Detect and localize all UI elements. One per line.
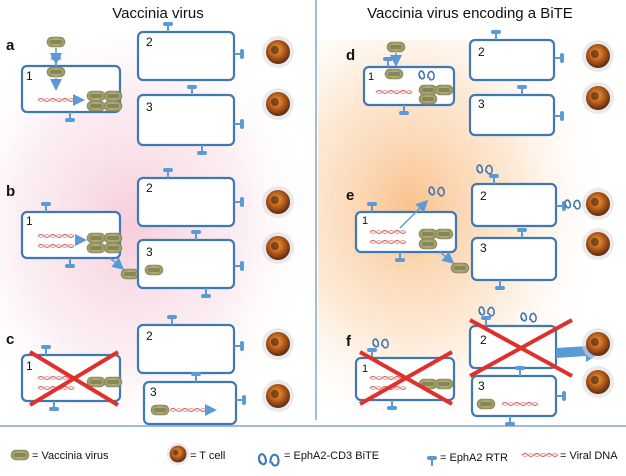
cell-c3	[142, 380, 238, 426]
legend-dna-label: = Viral DNA	[560, 450, 618, 462]
title-left: Vaccinia virus	[112, 5, 203, 22]
cell-number: 1	[26, 69, 33, 83]
cell-number: 3	[146, 245, 153, 259]
cell-number: 1	[26, 214, 33, 228]
cell-e3	[470, 236, 558, 282]
cell-number: 1	[362, 215, 368, 227]
panel-f: f 1 2 3	[346, 306, 614, 427]
title-right: Vaccinia virus encoding a BiTE	[367, 5, 573, 22]
legend-dna: = Viral DNA	[521, 450, 618, 462]
panel-label-d: d	[346, 47, 355, 64]
cell-number: 2	[146, 35, 153, 49]
panel-d: d 1 2 3	[346, 29, 614, 137]
panel-label-e: e	[346, 187, 354, 204]
cell-number: 1	[26, 359, 33, 373]
panel-a: a 1 2 3	[6, 21, 294, 156]
legend: = Vaccinia virus = T cell = EphA2-CD3 Bi…	[10, 442, 618, 467]
cell-b3	[136, 238, 236, 290]
cell-number: 2	[146, 181, 153, 195]
panel-label-a: a	[6, 37, 15, 54]
cell-c2	[136, 323, 236, 375]
dna-icon	[521, 452, 559, 458]
legend-tcell-label: = T cell	[190, 450, 225, 462]
cell-number: 2	[480, 189, 487, 203]
panel-b: b 1 2 3	[6, 167, 294, 299]
destroyed-cross-icon	[469, 318, 573, 378]
cell-number: 3	[480, 241, 487, 255]
cell-number: 2	[146, 329, 153, 343]
panel-label-f: f	[346, 333, 352, 350]
legend-receptor: = EphA2 RTR	[426, 452, 508, 467]
cell-a3	[136, 93, 236, 147]
cell-number: 3	[478, 97, 485, 111]
cell-number: 1	[362, 363, 368, 375]
cell-number: 3	[478, 379, 485, 393]
cell-number: 3	[146, 100, 153, 114]
cell-d2	[468, 38, 556, 82]
virus-icon	[10, 449, 30, 461]
t-cell-icon	[166, 442, 190, 466]
destroyed-cross-icon	[359, 350, 453, 406]
legend-bite-label: = EphA2-CD3 BiTE	[284, 450, 379, 462]
legend-bite: = EphA2-CD3 BiTE	[257, 450, 379, 467]
legend-tcell: = T cell	[166, 442, 225, 466]
bite-icon	[257, 453, 280, 467]
cell-number: 3	[150, 385, 157, 399]
cell-a2	[136, 30, 236, 82]
destroyed-cross-icon	[28, 350, 120, 407]
cell-number: 2	[480, 333, 487, 347]
legend-receptor-label: = EphA2 RTR	[440, 452, 508, 464]
panel-c: c 1 2 3	[6, 314, 294, 426]
panel-label-b: b	[6, 183, 15, 200]
cell-number: 1	[368, 71, 374, 83]
legend-virus: = Vaccinia virus	[10, 449, 109, 462]
receptor-icon	[426, 455, 438, 467]
legend-virus-label: = Vaccinia virus	[32, 450, 109, 462]
panel-label-c: c	[6, 331, 14, 348]
panel-e: e 1 2 3	[346, 164, 614, 291]
cell-number: 2	[478, 45, 485, 59]
